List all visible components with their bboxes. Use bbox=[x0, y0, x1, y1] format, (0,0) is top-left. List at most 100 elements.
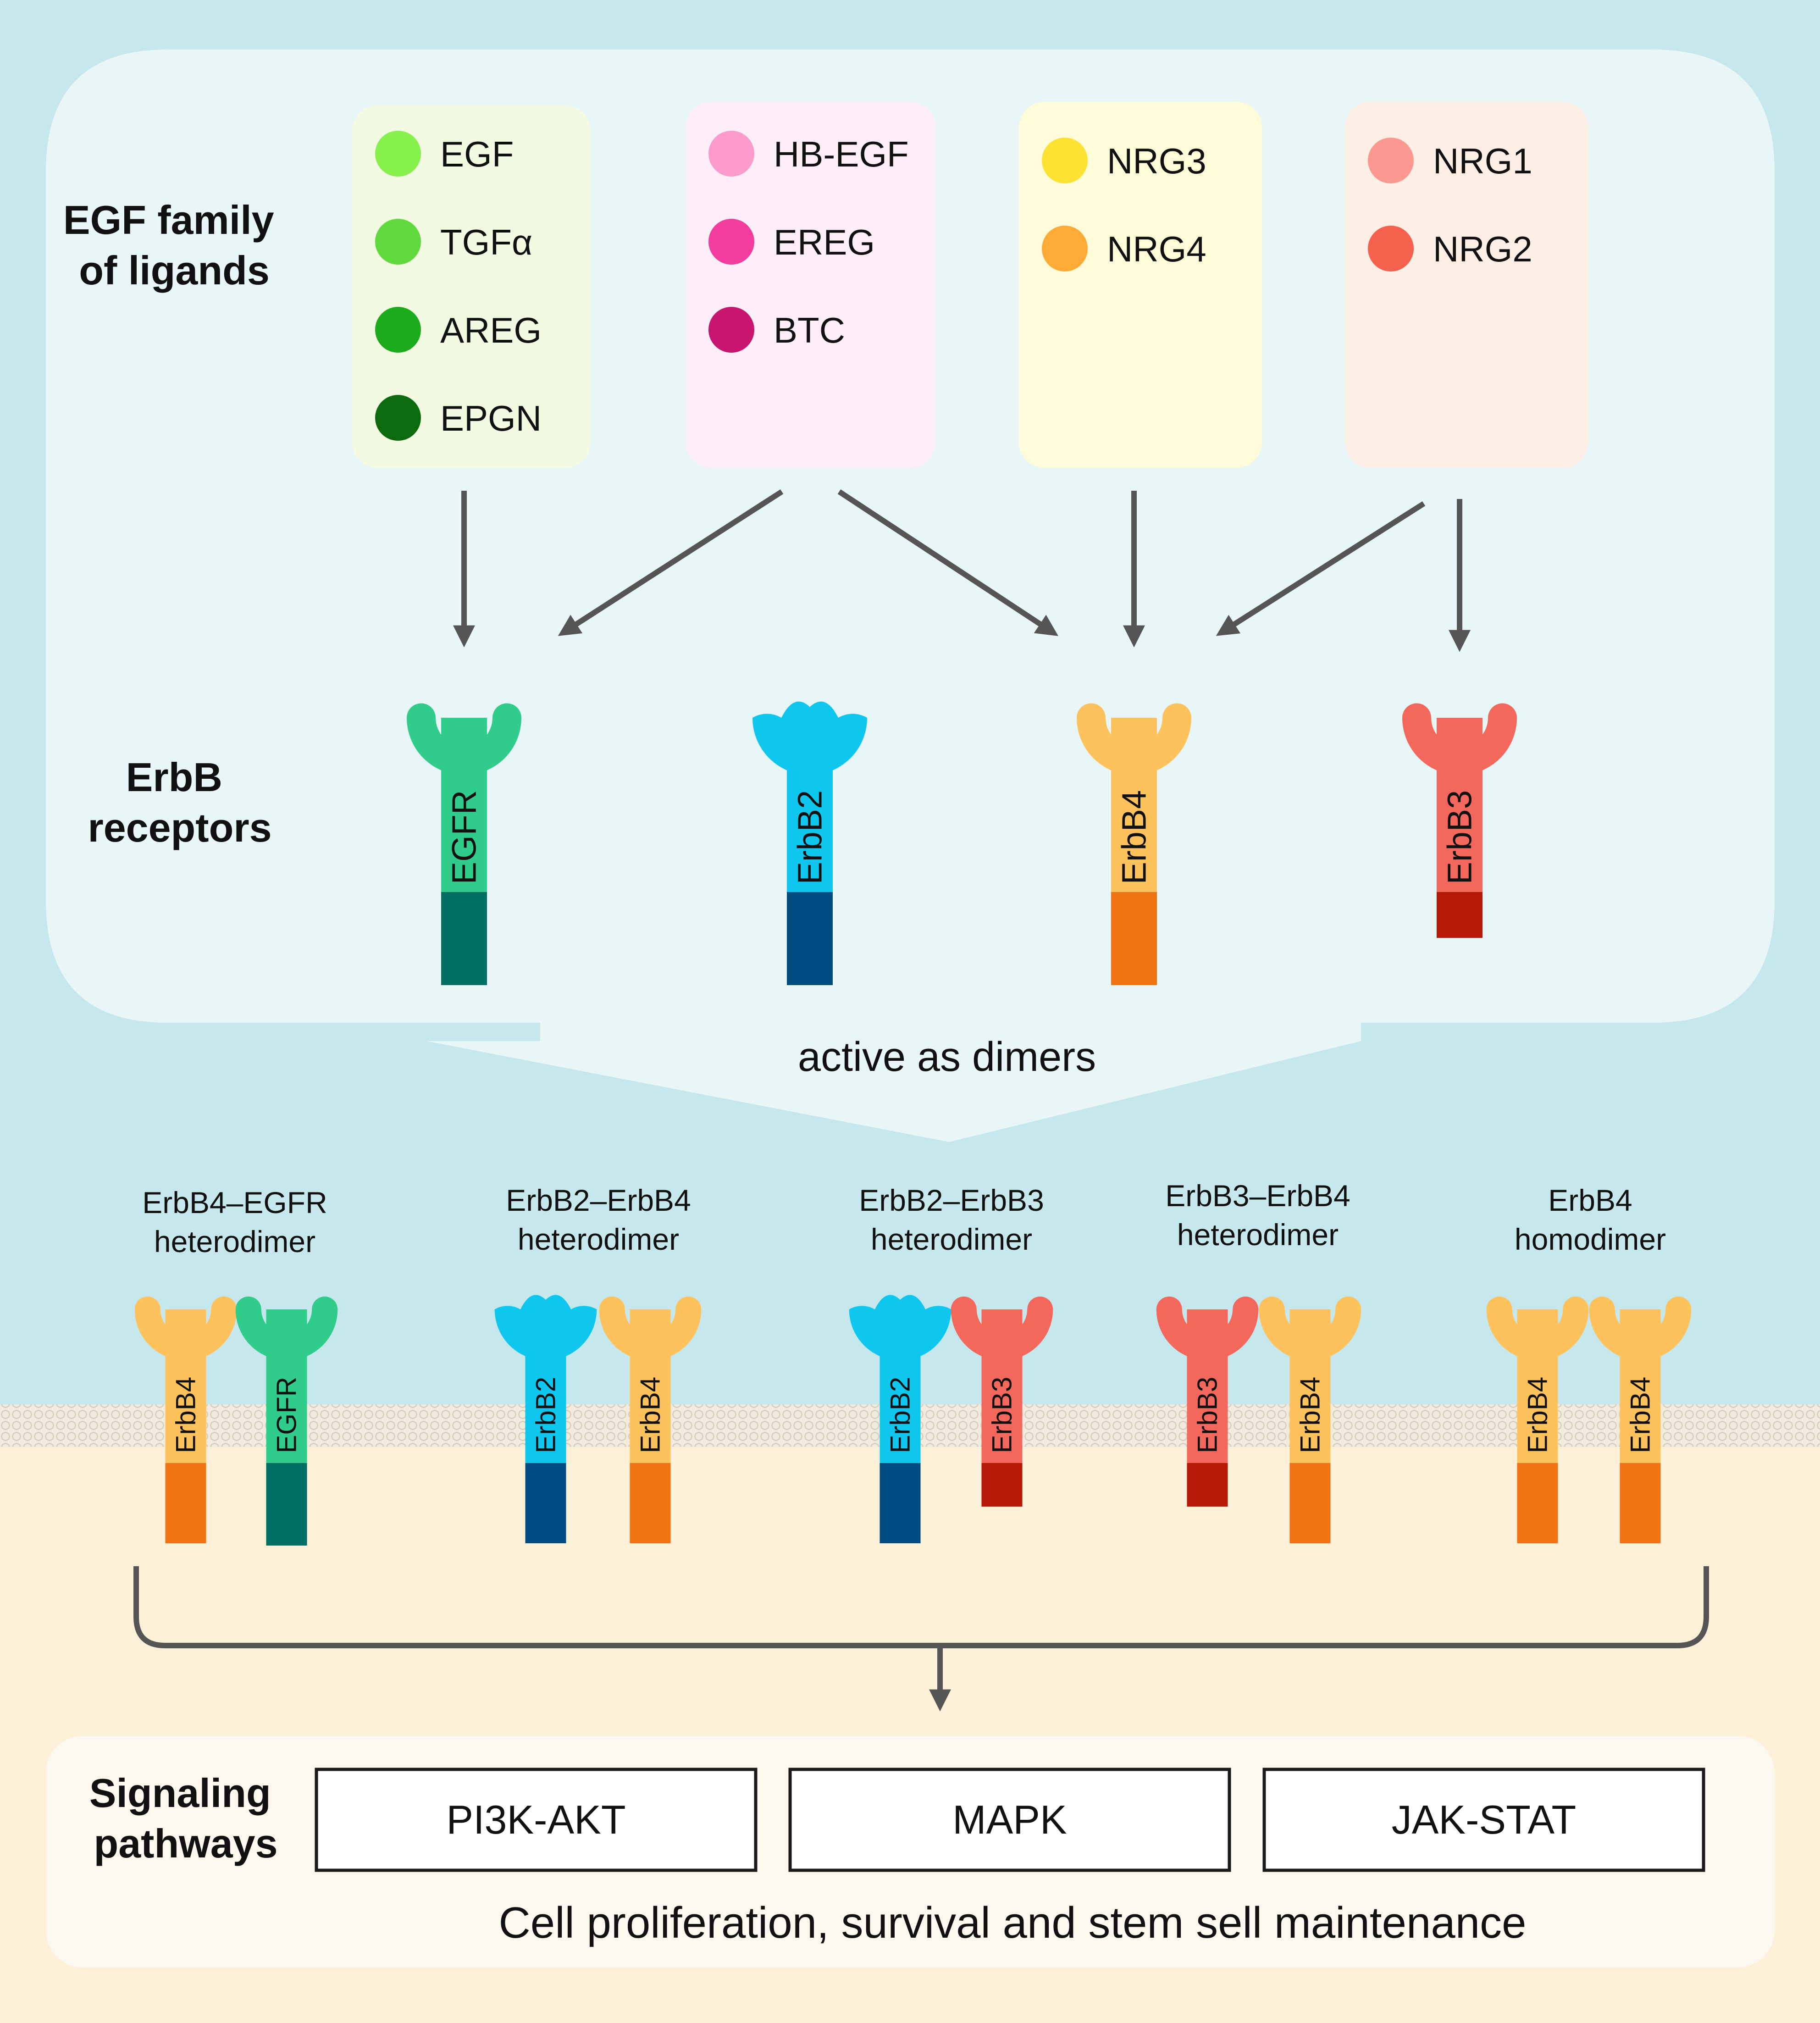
ligand-dot-nrg2 bbox=[1368, 226, 1414, 272]
receptor-label: ErbB2 bbox=[885, 1377, 916, 1453]
ligand-dot-nrg1 bbox=[1368, 138, 1414, 183]
ligand-label-nrg2: NRG2 bbox=[1433, 229, 1532, 269]
signaling-section-title: Signaling pathways bbox=[89, 1770, 282, 1866]
ligand-label-nrg1: NRG1 bbox=[1433, 141, 1532, 181]
receptor-ligand-binding-head bbox=[235, 1296, 338, 1361]
receptor-label: ErbB3 bbox=[1441, 790, 1479, 885]
receptor-erbb2: ErbB2 bbox=[494, 1295, 597, 1543]
receptor-erbb4: ErbB4 bbox=[134, 1296, 237, 1543]
signaling-outcome: Cell proliferation, survival and stem se… bbox=[498, 1898, 1526, 1947]
receptor-erbb4: ErbB4 bbox=[599, 1296, 702, 1543]
ligand-label-btc: BTC bbox=[774, 310, 845, 350]
receptor-kinase-domain bbox=[1517, 1463, 1558, 1543]
dimer-bracket bbox=[133, 1566, 1709, 1648]
ligand-label-nrg3: NRG3 bbox=[1107, 141, 1206, 181]
receptor-label: ErbB4 bbox=[171, 1377, 201, 1453]
receptor-kinase-domain bbox=[787, 892, 833, 985]
section-titles: EGF family of ligands ErbB receptors bbox=[63, 197, 274, 850]
pathway-jak-stat: JAK-STAT bbox=[1262, 1768, 1705, 1872]
receptor-label: ErbB4 bbox=[1625, 1377, 1656, 1453]
receptor-ligand-binding-head bbox=[951, 1296, 1053, 1361]
ligand-dot-egf bbox=[375, 131, 421, 177]
ligand-label-ereg: EREG bbox=[774, 222, 875, 262]
receptor-kinase-domain bbox=[441, 892, 487, 985]
receptor-kinase-domain bbox=[525, 1463, 566, 1543]
receptor-kinase-domain bbox=[1620, 1463, 1661, 1543]
arrow-salmon-to-erbb4 bbox=[1216, 501, 1426, 636]
receptor-label: ErbB4 bbox=[1522, 1377, 1553, 1453]
ligand-dot-hb-egf bbox=[708, 131, 754, 177]
receptor-label: ErbB3 bbox=[987, 1377, 1018, 1453]
ligand-dot-nrg3 bbox=[1042, 138, 1088, 183]
arrow-pink-to-erbb4 bbox=[837, 489, 1059, 636]
receptor-ligand-binding-head bbox=[849, 1295, 951, 1361]
receptor-kinase-domain bbox=[1111, 892, 1157, 985]
ligand-dot-tgf bbox=[375, 219, 421, 265]
receptor-ligand-binding-head bbox=[1402, 703, 1517, 775]
receptor-label: EGFR bbox=[271, 1377, 302, 1453]
receptor-label: ErbB4 bbox=[1295, 1377, 1326, 1453]
pathway-mapk: MAPK bbox=[788, 1768, 1231, 1872]
receptor-erbb4: ErbB4 bbox=[1259, 1296, 1361, 1543]
receptor-erbb4: ErbB4 bbox=[1486, 1296, 1589, 1543]
ligand-label-epgn: EPGN bbox=[440, 398, 542, 438]
receptor-ligand-binding-head bbox=[494, 1295, 597, 1361]
receptor-erbb2: ErbB2 bbox=[849, 1295, 951, 1543]
pathway-box bbox=[788, 1768, 1231, 1872]
ligand-group-box bbox=[352, 105, 591, 468]
receptor-label: ErbB4 bbox=[1115, 790, 1153, 885]
arrow-pink-to-egfr bbox=[558, 489, 784, 636]
receptor-ligand-binding-head bbox=[407, 703, 521, 775]
receptor-ligand-binding-head bbox=[1259, 1296, 1361, 1361]
ligand-dot-epgn bbox=[375, 395, 421, 441]
receptor-erbb4: ErbB4 bbox=[1077, 703, 1191, 985]
ligand-to-receptor-arrows bbox=[453, 489, 1471, 652]
receptor-ligand-binding-head bbox=[752, 701, 867, 775]
ligand-dot-btc bbox=[708, 307, 754, 353]
receptor-kinase-domain bbox=[880, 1463, 921, 1543]
dimer-caption: active as dimers bbox=[798, 1034, 1096, 1080]
receptor-egfr: EGFR bbox=[407, 703, 521, 985]
receptor-kinase-domain bbox=[1289, 1463, 1331, 1543]
ligand-label-tgf: TGFα bbox=[440, 222, 532, 262]
ligand-dot-nrg4 bbox=[1042, 226, 1088, 272]
ligand-dot-ereg bbox=[708, 219, 754, 265]
ligand-label-areg: AREG bbox=[440, 310, 542, 350]
receptor-ligand-binding-head bbox=[1077, 703, 1191, 775]
ligand-label-hb-egf: HB-EGF bbox=[774, 134, 909, 174]
receptor-label: ErbB2 bbox=[791, 790, 829, 885]
receptor-kinase-domain bbox=[266, 1463, 307, 1546]
receptor-egfr: EGFR bbox=[235, 1296, 338, 1546]
receptor-kinase-domain bbox=[981, 1463, 1023, 1507]
receptor-kinase-domain bbox=[1437, 892, 1483, 938]
pathway-label: JAK-STAT bbox=[1392, 1797, 1577, 1842]
pathway-box bbox=[315, 1768, 758, 1872]
receptor-erbb3: ErbB3 bbox=[951, 1296, 1053, 1507]
ligand-group-2: HB-EGF EREG BTC bbox=[686, 102, 935, 468]
receptor-erbb3: ErbB3 bbox=[1402, 703, 1517, 938]
receptor-label: EGFR bbox=[445, 790, 483, 885]
receptor-ligand-binding-head bbox=[599, 1296, 702, 1361]
receptor-ligand-binding-head bbox=[134, 1296, 237, 1361]
receptor-ligand-binding-head bbox=[1156, 1296, 1259, 1361]
receptor-erbb3: ErbB3 bbox=[1156, 1296, 1259, 1507]
ligand-label-nrg4: NRG4 bbox=[1107, 229, 1206, 269]
ligand-group-box bbox=[1019, 102, 1262, 468]
receptor-ligand-binding-head bbox=[1486, 1296, 1589, 1361]
receptor-kinase-domain bbox=[1187, 1463, 1228, 1507]
ligand-label-egf: EGF bbox=[440, 134, 514, 174]
receptor-label: ErbB3 bbox=[1192, 1377, 1223, 1453]
